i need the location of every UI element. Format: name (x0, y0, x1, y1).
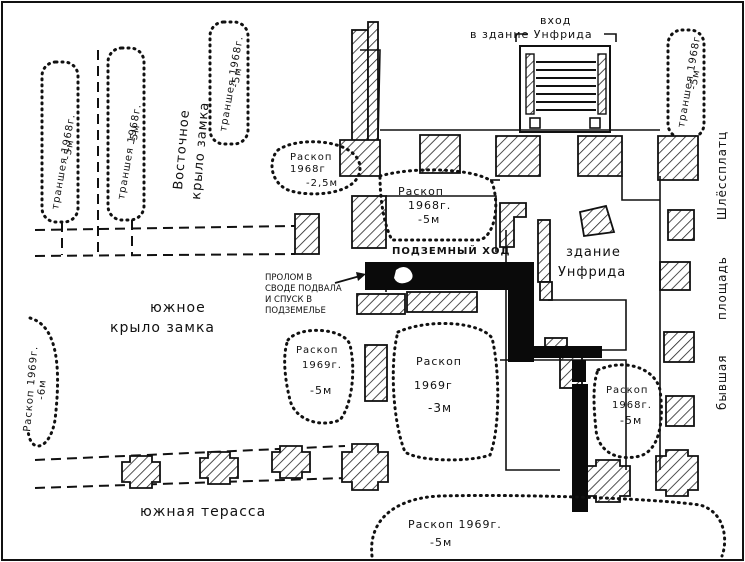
trench-4-depth: -5м (688, 68, 702, 90)
trench-1-label: траншея 1968г. (50, 113, 78, 211)
entrance-label-1: вход (540, 14, 571, 27)
trench-4: траншея 1968г. -5м (666, 28, 706, 140)
south-terrace-label: южная терасса (140, 504, 266, 520)
trench-2: траншея 1968г. -5м (106, 46, 146, 222)
excavation-1969-c-label-2: 1969г (414, 379, 453, 392)
breach-hole (394, 267, 413, 284)
entrance-label-2: в здание Унфрида (470, 28, 593, 41)
entrance-stairs (515, 33, 617, 133)
breach-annotation: ПРОЛОМ В СВОДЕ ПОДВАЛА И СПУСК В ПОДЗЕМЕ… (265, 272, 366, 316)
excavation-1969-south: Раскоп 1969г. -5м (370, 493, 727, 558)
excavation-1968-b-label-2: 1968г. (408, 199, 451, 212)
excavation-1969-south-depth: -5м (430, 536, 452, 549)
unfrid-building-label-1: здание (566, 245, 621, 260)
passage-label: ПОДЗЕМНЫЙ ХОД (392, 244, 510, 257)
excavation-1969-c: Раскоп 1969г -3м (391, 322, 500, 462)
east-wing-label-1: Восточное (171, 109, 193, 191)
square-label-1: бывшая (715, 355, 729, 411)
excavation-1968-a-label-2: 1968г (290, 164, 326, 175)
excavation-1969-b: Раскоп 1969г. -5м (283, 328, 355, 425)
trench-2-depth: -5м (128, 123, 142, 145)
south-wing-label-2: крыло замка (110, 320, 215, 336)
excavation-1968-c-label-1: Раскоп (606, 385, 648, 396)
excavation-1969-b-depth: -5м (310, 384, 332, 397)
excavation-1968-a-label-1: Раскоп (290, 152, 332, 163)
trench-1: траншея 1968г. -5м (40, 60, 80, 224)
trench-2-label: траншея 1968г. (116, 103, 144, 201)
breach-label-3: И СПУСК В (265, 295, 312, 305)
excavation-1968-b-label-1: Раскоп (398, 185, 444, 198)
excavation-1968-a: Раскоп 1968г -2,5м (270, 140, 362, 196)
excavation-1968-c: Раскоп 1968г. -5м (592, 363, 663, 459)
trench-3-depth: -5м (230, 66, 244, 88)
trench-3: траншея 1968г. -5м (208, 20, 250, 146)
excavation-1969-c-label-1: Раскоп (416, 355, 462, 368)
terrace-piers (121, 443, 389, 491)
excavation-1969-b-label-1: Раскоп (296, 345, 338, 356)
excavation-1968-a-depth: -2,5м (306, 178, 338, 189)
breach-label-2: СВОДЕ ПОДВАЛА (265, 284, 342, 294)
underground-passage (365, 262, 602, 512)
excavation-1969-south-label: Раскоп 1969г. (408, 518, 502, 531)
breach-label-1: ПРОЛОМ В (265, 273, 312, 283)
unfrid-building-label-2: Унфрида (558, 265, 626, 280)
east-wing-label-2: крыло замка (189, 101, 213, 200)
south-wing-label-1: южное (150, 300, 206, 316)
excavation-1969-b-label-2: 1969г. (302, 360, 342, 371)
excavation-1969-west: Раскоп 1969г. -6м (22, 316, 60, 448)
excavation-1968-c-label-2: 1968г. (612, 400, 652, 411)
square-label-2: площадь (715, 256, 729, 320)
square-label-3: Шлёссплатц (715, 131, 729, 220)
breach-label-4: ПОДЗЕМЕЛЬЕ (265, 306, 326, 316)
excavation-1968-b-depth: -5м (418, 213, 440, 226)
excavation-1969-west-depth: -6м (36, 379, 49, 400)
excavation-1969-c-depth: -3м (428, 401, 452, 415)
excavation-1968-c-depth: -5м (620, 414, 642, 427)
trench-1-depth: -5м (62, 138, 76, 160)
excavation-1968-b: Раскоп 1968г. -5м (378, 168, 498, 242)
